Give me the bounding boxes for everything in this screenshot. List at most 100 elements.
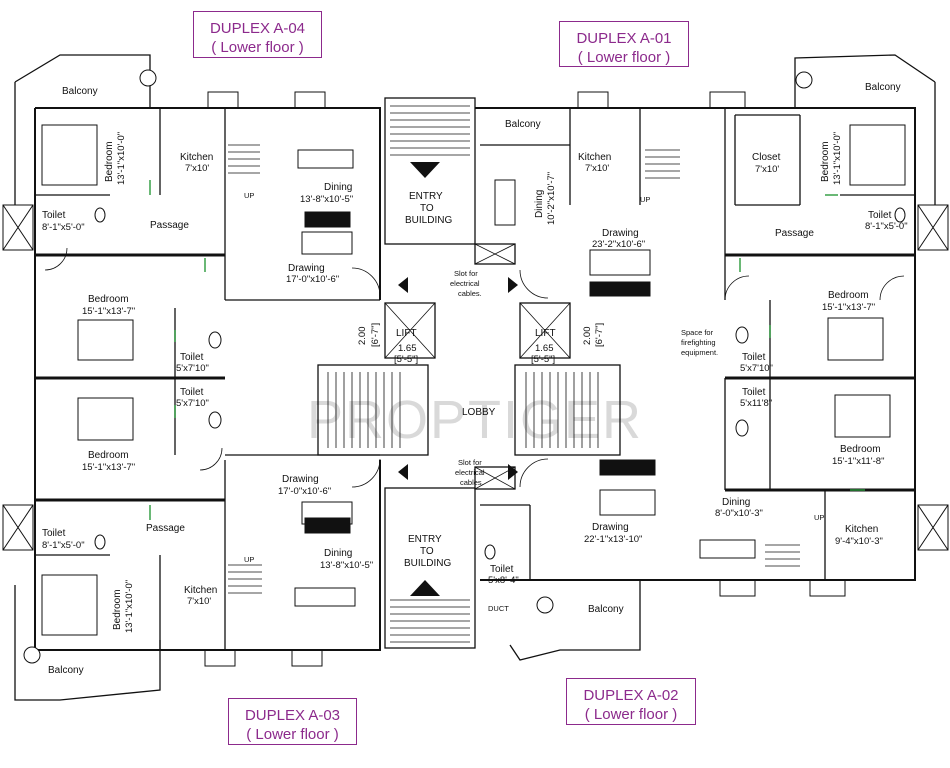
toilet-dim: 5'x11'8"	[740, 398, 772, 409]
furniture-tables	[294, 149, 756, 607]
kitchen-label: Kitchen	[184, 585, 217, 596]
bedroom-dim: 15'-1"x11'-8"	[832, 456, 884, 467]
toilet-label: Toilet	[490, 564, 514, 575]
kitchen-dim: 7'x10'	[187, 596, 211, 607]
drawing-label: Drawing	[288, 263, 325, 274]
walls	[14, 54, 936, 701]
slot-note: Slot for	[454, 269, 478, 278]
drawing-label: Drawing	[282, 474, 319, 485]
bedroom-label: Bedroom	[840, 444, 881, 455]
balcony-label: Balcony	[48, 665, 84, 676]
firefighting-note: Space for	[681, 328, 714, 337]
toilet-label: Toilet	[868, 210, 892, 221]
toilet-dim: 5'x8'-4"	[488, 575, 519, 586]
duplex-a01-floor: ( Lower floor )	[577, 49, 671, 66]
bedroom-label: Bedroom	[820, 141, 831, 182]
duct-label: DUCT	[488, 604, 509, 613]
stair-treads	[228, 105, 800, 643]
bedroom-label: Bedroom	[112, 589, 123, 630]
entry-label-3: BUILDING	[405, 215, 452, 226]
dining-label: Dining	[534, 190, 545, 218]
closet-label: Closet	[752, 152, 781, 163]
balcony-label: Balcony	[62, 86, 98, 97]
bedroom-dim: 15'-1"x13'-7"	[822, 302, 875, 313]
up-label: UP	[814, 513, 824, 522]
dining-label: Dining	[722, 497, 750, 508]
furniture-beds	[41, 124, 906, 636]
entry-label-3: BUILDING	[404, 558, 451, 569]
shaft-dim-2: [6'-7"]	[594, 323, 605, 347]
entry-label-2: TO	[420, 546, 434, 557]
drawing-dim: 23'-2"x10'-6"	[592, 239, 645, 250]
toilet-label: Toilet	[180, 352, 204, 363]
lift-label: LIFT	[535, 328, 556, 339]
balcony-label: Balcony	[505, 119, 541, 130]
up-label: UP	[640, 195, 650, 204]
firefighting-note-3: equipment.	[681, 348, 718, 357]
up-label: UP	[244, 191, 254, 200]
toilet-dim: 8'-1"x5'-0"	[865, 221, 908, 232]
kitchen-label: Kitchen	[578, 152, 611, 163]
lift-shafts	[384, 243, 571, 490]
entry-arrows	[398, 162, 518, 596]
doors	[149, 180, 865, 520]
balcony-label: Balcony	[865, 82, 901, 93]
toilet-label: Toilet	[742, 387, 766, 398]
toilet-dim: 5'x7'10"	[176, 363, 209, 374]
dining-label: Dining	[324, 548, 352, 559]
bedroom-dim: 13'-1"x10'-0"	[124, 580, 135, 633]
balcony-label: Balcony	[588, 604, 624, 615]
entry-label-2: TO	[420, 203, 434, 214]
drawing-dim: 17'-0"x10'-6"	[278, 486, 331, 497]
toilet-label: Toilet	[742, 352, 766, 363]
fixtures	[23, 69, 906, 664]
drawing-dim: 22'-1"x13'-10"	[584, 534, 642, 545]
toilet-label: Toilet	[180, 387, 204, 398]
dining-label: Dining	[324, 182, 352, 193]
windows	[204, 91, 846, 667]
bedroom-dim: 13'-1"x10'-0"	[832, 132, 843, 185]
passage-label: Passage	[150, 220, 189, 231]
lift-dim: 1.65	[398, 343, 417, 354]
kitchen-label: Kitchen	[845, 524, 878, 535]
shaft-dim: 2.00	[357, 327, 368, 346]
duplex-a02-title: DUPLEX A-02 ( Lower floor )	[566, 678, 696, 725]
bedroom-label: Bedroom	[88, 450, 129, 461]
toilet-dim: 5'x7'10"	[176, 398, 209, 409]
bedroom-dim: 13'-1"x10'-0"	[116, 132, 127, 185]
dining-dim: 13'-8"x10'-5"	[320, 560, 373, 571]
bedroom-label: Bedroom	[88, 294, 129, 305]
dining-dim: 13'-8"x10'-5"	[300, 194, 353, 205]
closet-dim: 7'x10'	[755, 164, 779, 175]
door-swings	[44, 247, 905, 488]
toilet-dim: 8'-1"x5'-0"	[42, 222, 85, 233]
bedroom-label: Bedroom	[104, 141, 115, 182]
kitchen-dim: 7'x10'	[185, 163, 209, 174]
drawing-label: Drawing	[592, 522, 629, 533]
bedroom-dim: 15'-1"x13'-7"	[82, 306, 135, 317]
slot-note-2: electrical	[455, 468, 485, 477]
bedroom-dim: 15'-1"x13'-7"	[82, 462, 135, 473]
up-label: UP	[244, 555, 254, 564]
kitchen-dim: 7'x10'	[585, 163, 609, 174]
watermark: PROPTIGER	[307, 390, 643, 450]
lift-dim: 1.65	[535, 343, 554, 354]
duplex-a03-title: DUPLEX A-03 ( Lower floor )	[228, 698, 357, 745]
duplex-a04-title: DUPLEX A-04 ( Lower floor )	[193, 11, 322, 58]
duplex-a01-title: DUPLEX A-01 ( Lower floor )	[559, 21, 689, 67]
shaft-dim-2: [6'-7"]	[370, 323, 381, 347]
passage-label: Passage	[775, 228, 814, 239]
lift-dim-2: [5'-5"]	[394, 354, 418, 365]
toilet-label: Toilet	[42, 528, 66, 539]
toilet-dim: 5'x7'10"	[740, 363, 773, 374]
duplex-a01-name: DUPLEX A-01	[576, 30, 672, 47]
ducts	[2, 204, 949, 551]
kitchen-dim: 9'-4"x10'-3"	[835, 536, 883, 547]
duplex-a03-floor: ( Lower floor )	[246, 726, 339, 743]
toilet-dim: 8'-1"x5'-0"	[42, 540, 85, 551]
kitchen-label: Kitchen	[180, 152, 213, 163]
duplex-a02-floor: ( Lower floor )	[584, 706, 678, 723]
bedroom-label: Bedroom	[828, 290, 869, 301]
shaft-dim: 2.00	[582, 327, 593, 346]
